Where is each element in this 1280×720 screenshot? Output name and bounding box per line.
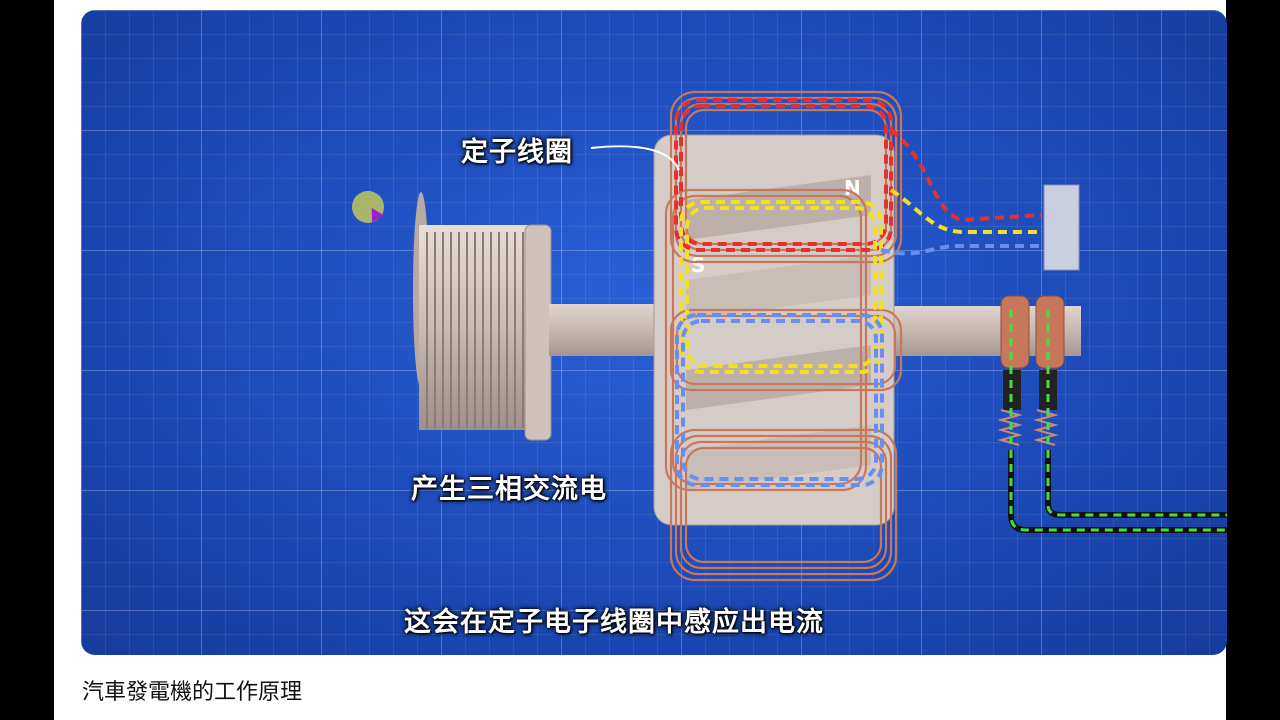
image-caption: 汽車發電機的工作原理 — [82, 680, 303, 705]
leader-line — [590, 145, 680, 171]
phase-currents — [674, 98, 1042, 487]
terminal-block — [1043, 184, 1080, 271]
rotor: N S — [653, 134, 895, 526]
slip-rings — [997, 295, 1227, 533]
pulley — [413, 192, 552, 441]
video-subtitle: 这会在定子电子线圈中感应出电流 — [404, 607, 824, 638]
three-phase-label: 产生三相交流电 — [411, 474, 607, 505]
video-player[interactable]: N S — [81, 10, 1227, 655]
alternator-illustration: N S — [413, 90, 1227, 582]
stator-coil-label: 定子线圈 — [461, 137, 573, 168]
shaft-left — [549, 304, 669, 356]
cursor-highlight — [352, 191, 384, 223]
pole-s-label: S — [691, 253, 705, 277]
